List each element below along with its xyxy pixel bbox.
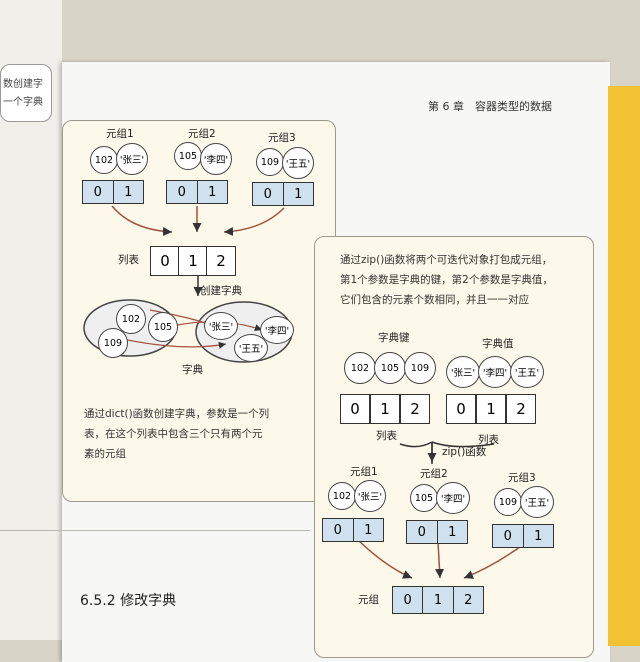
values-list-cell-0: 0 [446, 394, 476, 424]
bottom-tuple-index-1: 1 [423, 587, 454, 613]
prev-page-line1: 数创建字 [3, 79, 43, 90]
dict-key-bead-105: 105 [148, 312, 178, 342]
bottom-tuple-label: 元组 [358, 594, 379, 606]
right-tuple2-value-bead: '李四' [436, 482, 470, 514]
right-tuple2-index-0: 0 [407, 521, 438, 543]
tuple1-index-1: 1 [113, 181, 143, 203]
bottom-tuple-index-2: 2 [453, 587, 483, 613]
right-tuple1-key-bead: 102 [328, 482, 356, 510]
key-bead-109: 109 [404, 352, 436, 384]
divider [0, 530, 310, 531]
tuple2-index-1: 1 [197, 181, 227, 203]
right-tuple3-value-bead: '王五' [520, 486, 554, 518]
previous-page: 数创建字 一个字典 [0, 0, 62, 640]
left-list-cell-0: 0 [150, 246, 180, 276]
tuple2-index-0: 0 [167, 181, 198, 203]
dict-value-bead-wangwu: '王五' [234, 334, 268, 362]
prev-page-line2: 一个字典 [3, 97, 43, 108]
values-list-label: 列表 [478, 434, 499, 446]
tuple1-block: 0 1 [82, 180, 144, 204]
tuple3-value-bead: '王五' [282, 147, 314, 179]
right-intro-line1: 通过zip()函数将两个可迭代对象打包成元组， [340, 254, 553, 266]
right-tuple2-block: 0 1 [406, 520, 468, 544]
right-tuple1-value-bead: '张三' [354, 480, 386, 512]
key-bead-102: 102 [344, 352, 376, 384]
dict-key-bead-109: 109 [98, 328, 128, 358]
book-spine [608, 86, 640, 646]
tuple3-index-0: 0 [253, 183, 284, 205]
left-list-label: 列表 [118, 254, 139, 266]
create-dict-label: 创建字典 [200, 285, 242, 297]
keys-list-cell-0: 0 [340, 394, 370, 424]
tuple1-value-bead: '张三' [116, 143, 148, 175]
value-bead-zhangsan: '张三' [446, 356, 480, 388]
values-list-cell-2: 2 [506, 394, 536, 424]
right-tuple3-index-1: 1 [523, 525, 553, 547]
dict-keys-label: 字典键 [378, 332, 410, 344]
section-heading: 6.5.2 修改字典 [80, 593, 177, 609]
keys-list-cell-2: 2 [400, 394, 430, 424]
left-caption-line2: 表，在这个列表中包含三个只有两个元 [84, 428, 263, 440]
tuple2-value-bead: '李四' [200, 143, 232, 175]
right-tuple3-block: 0 1 [492, 524, 554, 548]
keys-list-label: 列表 [376, 430, 397, 442]
zip-function-label: zip()函数 [442, 446, 487, 458]
right-tuple1-block: 0 1 [322, 518, 384, 542]
right-intro-line3: 它们包含的元素个数相同，并且一一对应 [340, 294, 529, 306]
right-panel-arrows [353, 441, 525, 579]
right-tuple1-index-0: 0 [323, 519, 354, 541]
value-bead-wangwu: '王五' [510, 356, 544, 388]
bottom-tuple-index-0: 0 [393, 587, 424, 613]
right-tuple3-label: 元组3 [508, 472, 536, 484]
left-caption-line1: 通过dict()函数创建字典，参数是一个列 [84, 408, 270, 420]
left-list-cell-2: 2 [206, 246, 236, 276]
dict-value-bead-lisi: '李四' [260, 316, 294, 344]
right-tuple3-index-0: 0 [493, 525, 524, 547]
prev-page-note: 数创建字 一个字典 [0, 64, 52, 122]
dict-label: 字典 [182, 364, 203, 376]
left-list-cell-1: 1 [178, 246, 208, 276]
tuple3-key-bead: 109 [256, 148, 284, 176]
right-tuple3-key-bead: 109 [494, 488, 522, 516]
chapter-header: 第 6 章 容器类型的数据 [428, 100, 552, 113]
dict-value-bead-zhangsan: '张三' [204, 312, 238, 340]
tuple2-label: 元组2 [188, 128, 216, 140]
right-tuple2-key-bead: 105 [410, 484, 438, 512]
right-tuple1-label: 元组1 [350, 466, 378, 478]
tuple1-label: 元组1 [106, 128, 134, 140]
keys-list-cell-1: 1 [370, 394, 400, 424]
right-tuple2-label: 元组2 [420, 468, 448, 480]
left-caption-line3: 素的元组 [84, 448, 126, 460]
tuple3-block: 0 1 [252, 182, 314, 206]
tuple2-key-bead: 105 [174, 142, 202, 170]
bottom-tuple-block: 0 1 2 [392, 586, 484, 614]
dict-key-bead-102: 102 [116, 304, 146, 334]
dict-values-label: 字典值 [482, 338, 514, 350]
tuple1-index-0: 0 [83, 181, 114, 203]
tuple3-label: 元组3 [268, 132, 296, 144]
right-intro-line2: 第1个参数是字典的键，第2个参数是字典值， [340, 274, 553, 286]
tuple1-key-bead: 102 [90, 146, 118, 174]
tuple3-index-1: 1 [283, 183, 313, 205]
right-tuple1-index-1: 1 [353, 519, 383, 541]
right-tuple2-index-1: 1 [437, 521, 467, 543]
value-bead-lisi: '李四' [478, 356, 512, 388]
tuple2-block: 0 1 [166, 180, 228, 204]
values-list-cell-1: 1 [476, 394, 506, 424]
